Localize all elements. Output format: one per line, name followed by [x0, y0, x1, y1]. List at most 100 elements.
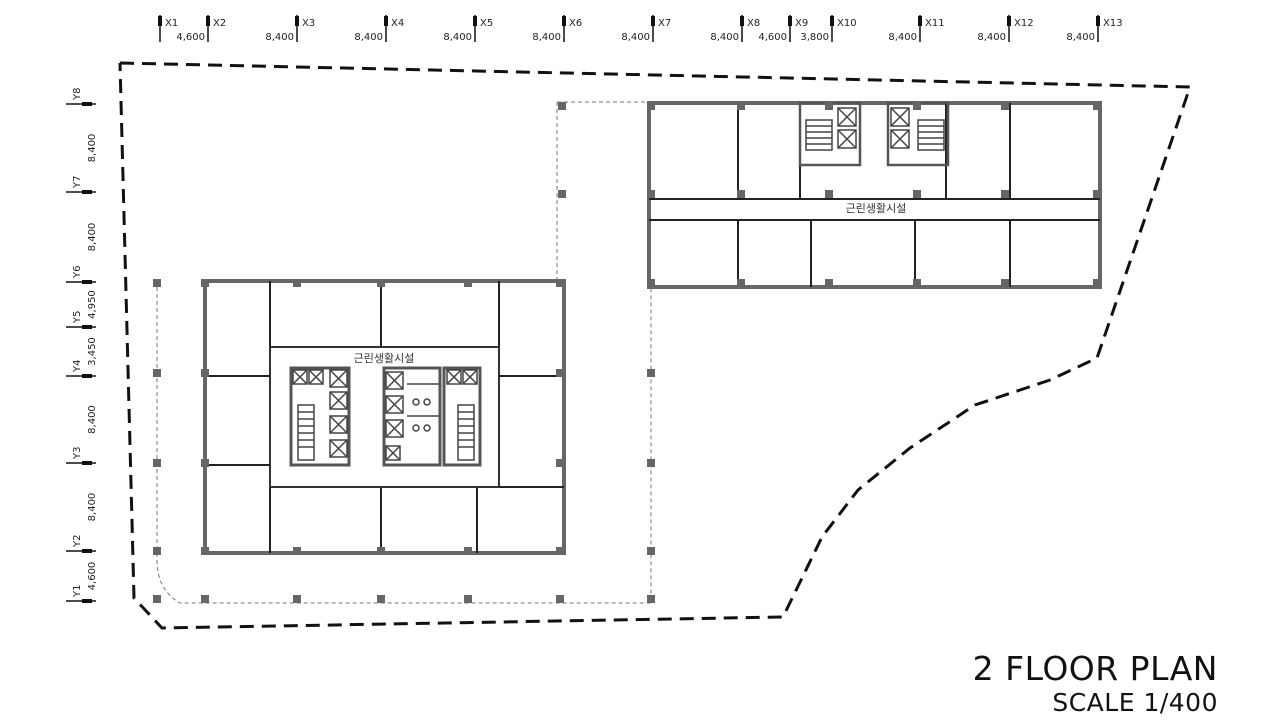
column — [737, 190, 745, 198]
grid-y-markers: Y8Y7Y6Y5Y4Y3Y2Y18,4008,4004,9503,4508,40… — [66, 88, 98, 603]
title-block: 2 FLOOR PLAN SCALE 1/400 — [973, 650, 1218, 718]
grid-x-flag — [1096, 16, 1100, 26]
grid-y-label: Y2 — [72, 535, 83, 548]
column — [377, 547, 385, 555]
column — [201, 369, 209, 377]
grid-x-dimension: 8,400 — [621, 32, 650, 43]
column — [201, 547, 209, 555]
column — [201, 595, 209, 603]
grid-x-dimension: 3,800 — [800, 32, 829, 43]
grid-y-dimension: 3,450 — [87, 337, 98, 366]
grid-x-label: X12 — [1014, 18, 1034, 29]
column — [464, 547, 472, 555]
column — [913, 102, 921, 110]
grid-y-dimension: 8,400 — [87, 405, 98, 434]
column — [464, 279, 472, 287]
left-core-internals — [289, 366, 482, 467]
column — [558, 102, 566, 110]
grid-x-dimension: 4,600 — [176, 32, 205, 43]
column — [377, 595, 385, 603]
grid-x-dimension: 8,400 — [354, 32, 383, 43]
column — [556, 459, 564, 467]
right-outer-wall — [647, 101, 1102, 289]
column — [825, 190, 833, 198]
structural-columns — [153, 102, 1101, 603]
grid-y-dimension: 8,400 — [87, 223, 98, 252]
grid-x-flag — [830, 16, 834, 26]
column — [647, 279, 655, 287]
grid-x-flag — [918, 16, 922, 26]
grid-y-label: Y8 — [72, 88, 83, 101]
column — [647, 547, 655, 555]
grid-x-label: X7 — [658, 18, 671, 29]
column — [464, 595, 472, 603]
grid-x-label: X11 — [925, 18, 945, 29]
grid-y-flag — [82, 280, 92, 284]
column — [556, 547, 564, 555]
grid-x-label: X3 — [302, 18, 315, 29]
grid-x-dimension: 8,400 — [1066, 32, 1095, 43]
left-building: 근린생활시설 — [156, 101, 652, 604]
column — [377, 279, 385, 287]
column — [647, 595, 655, 603]
grid-y-flag — [82, 102, 92, 106]
column — [647, 369, 655, 377]
column — [1001, 102, 1009, 110]
grid-y-dimension: 4,600 — [87, 562, 98, 591]
column — [153, 279, 161, 287]
grid-y-flag — [82, 461, 92, 465]
grid-y-dimension: 4,950 — [87, 290, 98, 319]
grid-x-label: X8 — [747, 18, 760, 29]
column — [153, 369, 161, 377]
grid-y-dimension: 8,400 — [87, 134, 98, 163]
column — [913, 279, 921, 287]
grid-x-dimension: 8,400 — [888, 32, 917, 43]
grid-x-label: X5 — [480, 18, 493, 29]
grid-x-flag — [295, 16, 299, 26]
grid-y-label: Y1 — [72, 585, 83, 598]
site-boundary — [118, 61, 1193, 630]
grid-x-label: X9 — [795, 18, 808, 29]
grid-x-flag — [788, 16, 792, 26]
grid-y-label: Y6 — [72, 266, 83, 279]
column — [647, 190, 655, 198]
grid-x-dimension: 8,400 — [443, 32, 472, 43]
grid-x-dimension: 8,400 — [710, 32, 739, 43]
column — [153, 547, 161, 555]
grid-x-label: X4 — [391, 18, 404, 29]
column — [913, 190, 921, 198]
grid-y-label: Y3 — [72, 447, 83, 460]
grid-x-flag — [740, 16, 744, 26]
column — [556, 369, 564, 377]
column — [153, 459, 161, 467]
grid-x-flag — [158, 16, 162, 26]
left-footprint-outline — [156, 101, 652, 604]
grid-y-label: Y7 — [72, 176, 83, 189]
left-core-wall — [269, 346, 500, 488]
grid-y-dimension: 8,400 — [87, 493, 98, 522]
column — [558, 190, 566, 198]
column — [153, 595, 161, 603]
grid-x-label: X13 — [1103, 18, 1123, 29]
left-core-label: 근린생활시설 — [354, 351, 415, 365]
grid-x-label: X2 — [213, 18, 226, 29]
grid-x-label: X1 — [165, 18, 178, 29]
left-partitions — [205, 281, 564, 553]
grid-x-flag — [384, 16, 388, 26]
right-core-internals — [798, 101, 950, 167]
column — [737, 279, 745, 287]
column — [647, 459, 655, 467]
column — [293, 547, 301, 555]
column — [556, 279, 564, 287]
grid-x-flag — [206, 16, 210, 26]
grid-x-dimension: 4,600 — [758, 32, 787, 43]
drawing-title: 2 FLOOR PLAN — [972, 649, 1218, 688]
grid-x-flag — [473, 16, 477, 26]
grid-x-dimension: 8,400 — [265, 32, 294, 43]
column — [647, 102, 655, 110]
right-building: 근린생활시설 — [647, 101, 1102, 289]
column — [1093, 190, 1101, 198]
grid-y-flag — [82, 374, 92, 378]
grid-y-flag — [82, 549, 92, 553]
